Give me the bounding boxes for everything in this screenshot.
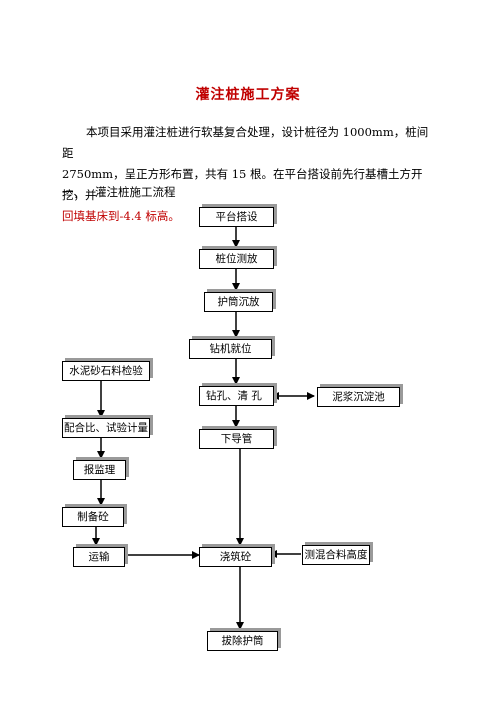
step-measure-height: 测混合料高度 (302, 545, 370, 565)
step-rig-position: 钻机就位 (189, 339, 272, 359)
paragraph-line-1: 本项目采用灌注桩进行软基复合处理，设计桩径为 1000mm，桩间距 (62, 125, 429, 160)
step-mix-ratio: 配合比、试验计量 (62, 418, 150, 438)
intro-paragraph: 本项目采用灌注桩进行软基复合处理，设计桩径为 1000mm，桩间距 2750mm… (62, 122, 438, 227)
step-drill-clean: 钻孔、清 孔 (199, 386, 274, 406)
step-lower-pipe: 下导管 (199, 429, 274, 449)
step-material-test: 水泥砂石料检验 (62, 361, 150, 381)
section-title: 灌注桩施工流程 (95, 185, 176, 199)
document-title: 灌注桩施工方案 (195, 87, 301, 103)
section-heading: 一、灌注桩施工流程 (62, 184, 176, 200)
section-number: 一、 (62, 185, 85, 199)
step-platform: 平台搭设 (199, 207, 274, 227)
step-pile-position: 桩位测放 (199, 249, 274, 269)
step-pour-concrete: 浇筑砼 (199, 547, 272, 567)
step-report-supervisor: 报监理 (73, 460, 126, 480)
step-prepare-concrete: 制备砼 (62, 507, 124, 527)
step-transport: 运输 (73, 547, 125, 567)
step-mud-pool: 泥浆沉淀池 (317, 387, 400, 407)
step-remove-casing: 拔除护筒 (207, 631, 278, 651)
step-casing-sink: 护筒沉放 (204, 292, 273, 312)
paragraph-line-2: 2750mm，呈正方形布置，共有 15 根。在平台搭设前先行基槽土方开挖，并 (62, 167, 423, 202)
paragraph-line-3: 回填基床到-4.4 标高。 (62, 209, 180, 223)
